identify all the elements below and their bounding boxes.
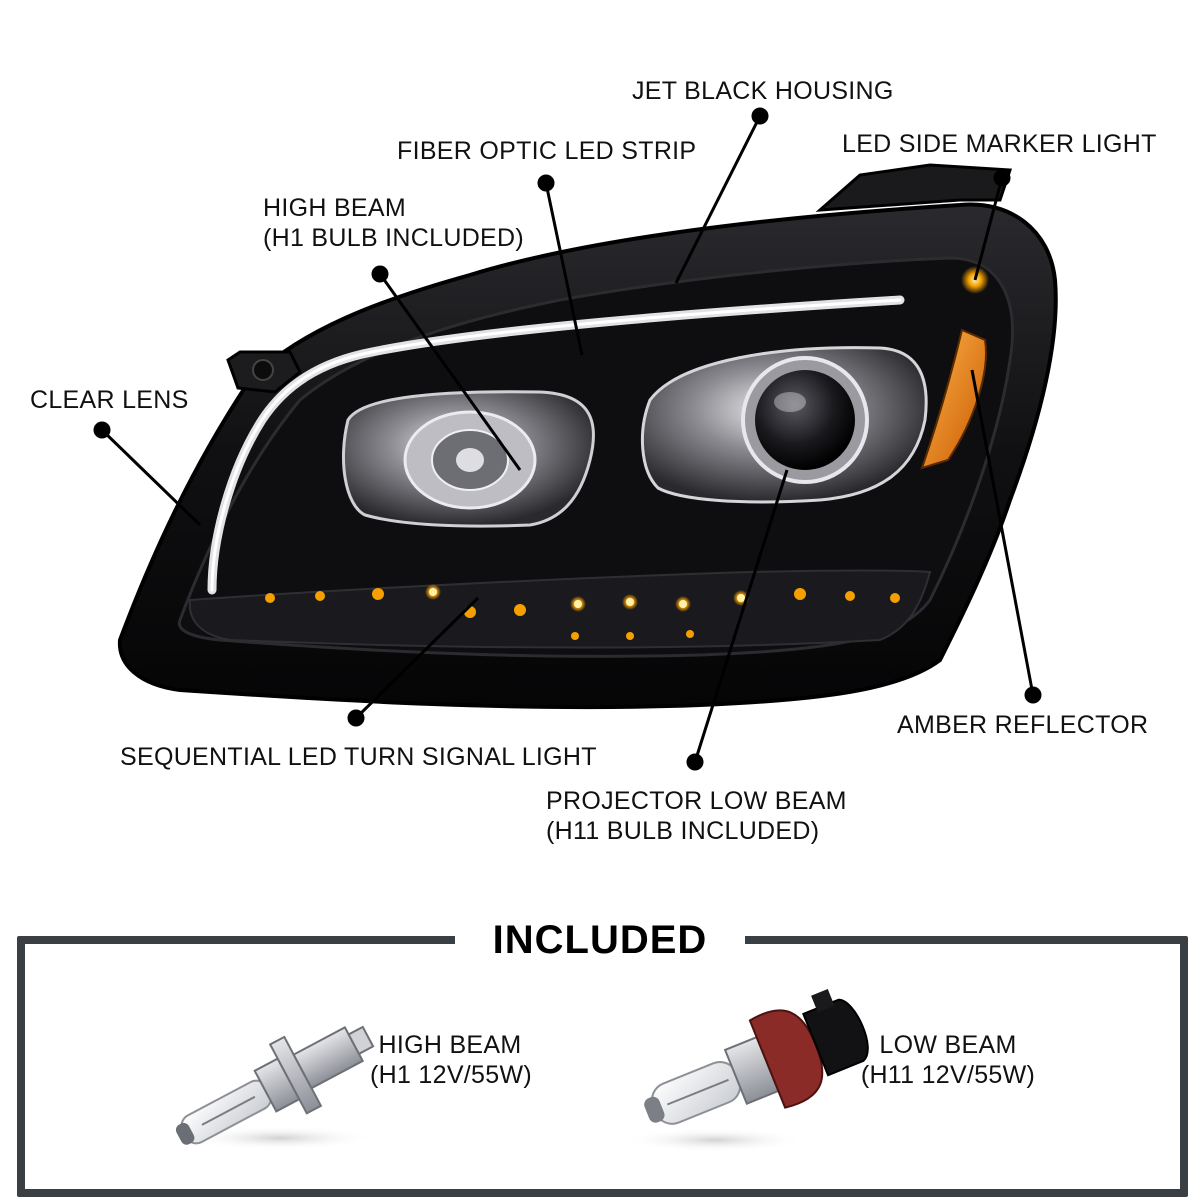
h11-bulb-image <box>625 989 869 1152</box>
callout-amber-reflector: AMBER REFLECTOR <box>897 711 1149 739</box>
included-high-beam: HIGH BEAM (H1 12V/55W) <box>370 1030 532 1090</box>
callout-clear-lens: CLEAR LENS <box>30 386 189 414</box>
callout-high-beam: HIGH BEAM (H1 BULB INCLUDED) <box>263 193 524 253</box>
headlight-illustration <box>93 107 1058 771</box>
included-high-beam-line2: (H1 12V/55W) <box>370 1061 532 1089</box>
included-low-beam-line2: (H11 12V/55W) <box>860 1061 1036 1089</box>
leader-lines <box>93 107 1042 771</box>
callout-high-beam-line1: HIGH BEAM <box>263 194 406 222</box>
mounting-bracket <box>815 163 1013 212</box>
callout-projector-low-beam: PROJECTOR LOW BEAM (H11 BULB INCLUDED) <box>546 786 847 846</box>
included-high-beam-line1: HIGH BEAM <box>378 1031 522 1059</box>
included-low-beam: LOW BEAM (H11 12V/55W) <box>858 1030 1038 1090</box>
callout-led-side-marker: LED SIDE MARKER LIGHT <box>842 130 1157 158</box>
included-low-beam-line1: LOW BEAM <box>879 1031 1017 1059</box>
callout-fiber-optic-strip: FIBER OPTIC LED STRIP <box>397 137 697 165</box>
h1-bulb-image <box>175 1025 375 1150</box>
amber-reflector-shape <box>920 328 987 470</box>
callout-projector-line1: PROJECTOR LOW BEAM <box>546 787 847 815</box>
callout-projector-line2: (H11 BULB INCLUDED) <box>546 817 820 845</box>
callout-sequential-turn-signal: SEQUENTIAL LED TURN SIGNAL LIGHT <box>120 743 597 771</box>
callout-high-beam-line2: (H1 BULB INCLUDED) <box>263 224 525 252</box>
turn-signal-leds <box>265 584 900 640</box>
callout-jet-black-housing: JET BLACK HOUSING <box>632 77 894 105</box>
included-title: INCLUDED <box>455 918 745 963</box>
